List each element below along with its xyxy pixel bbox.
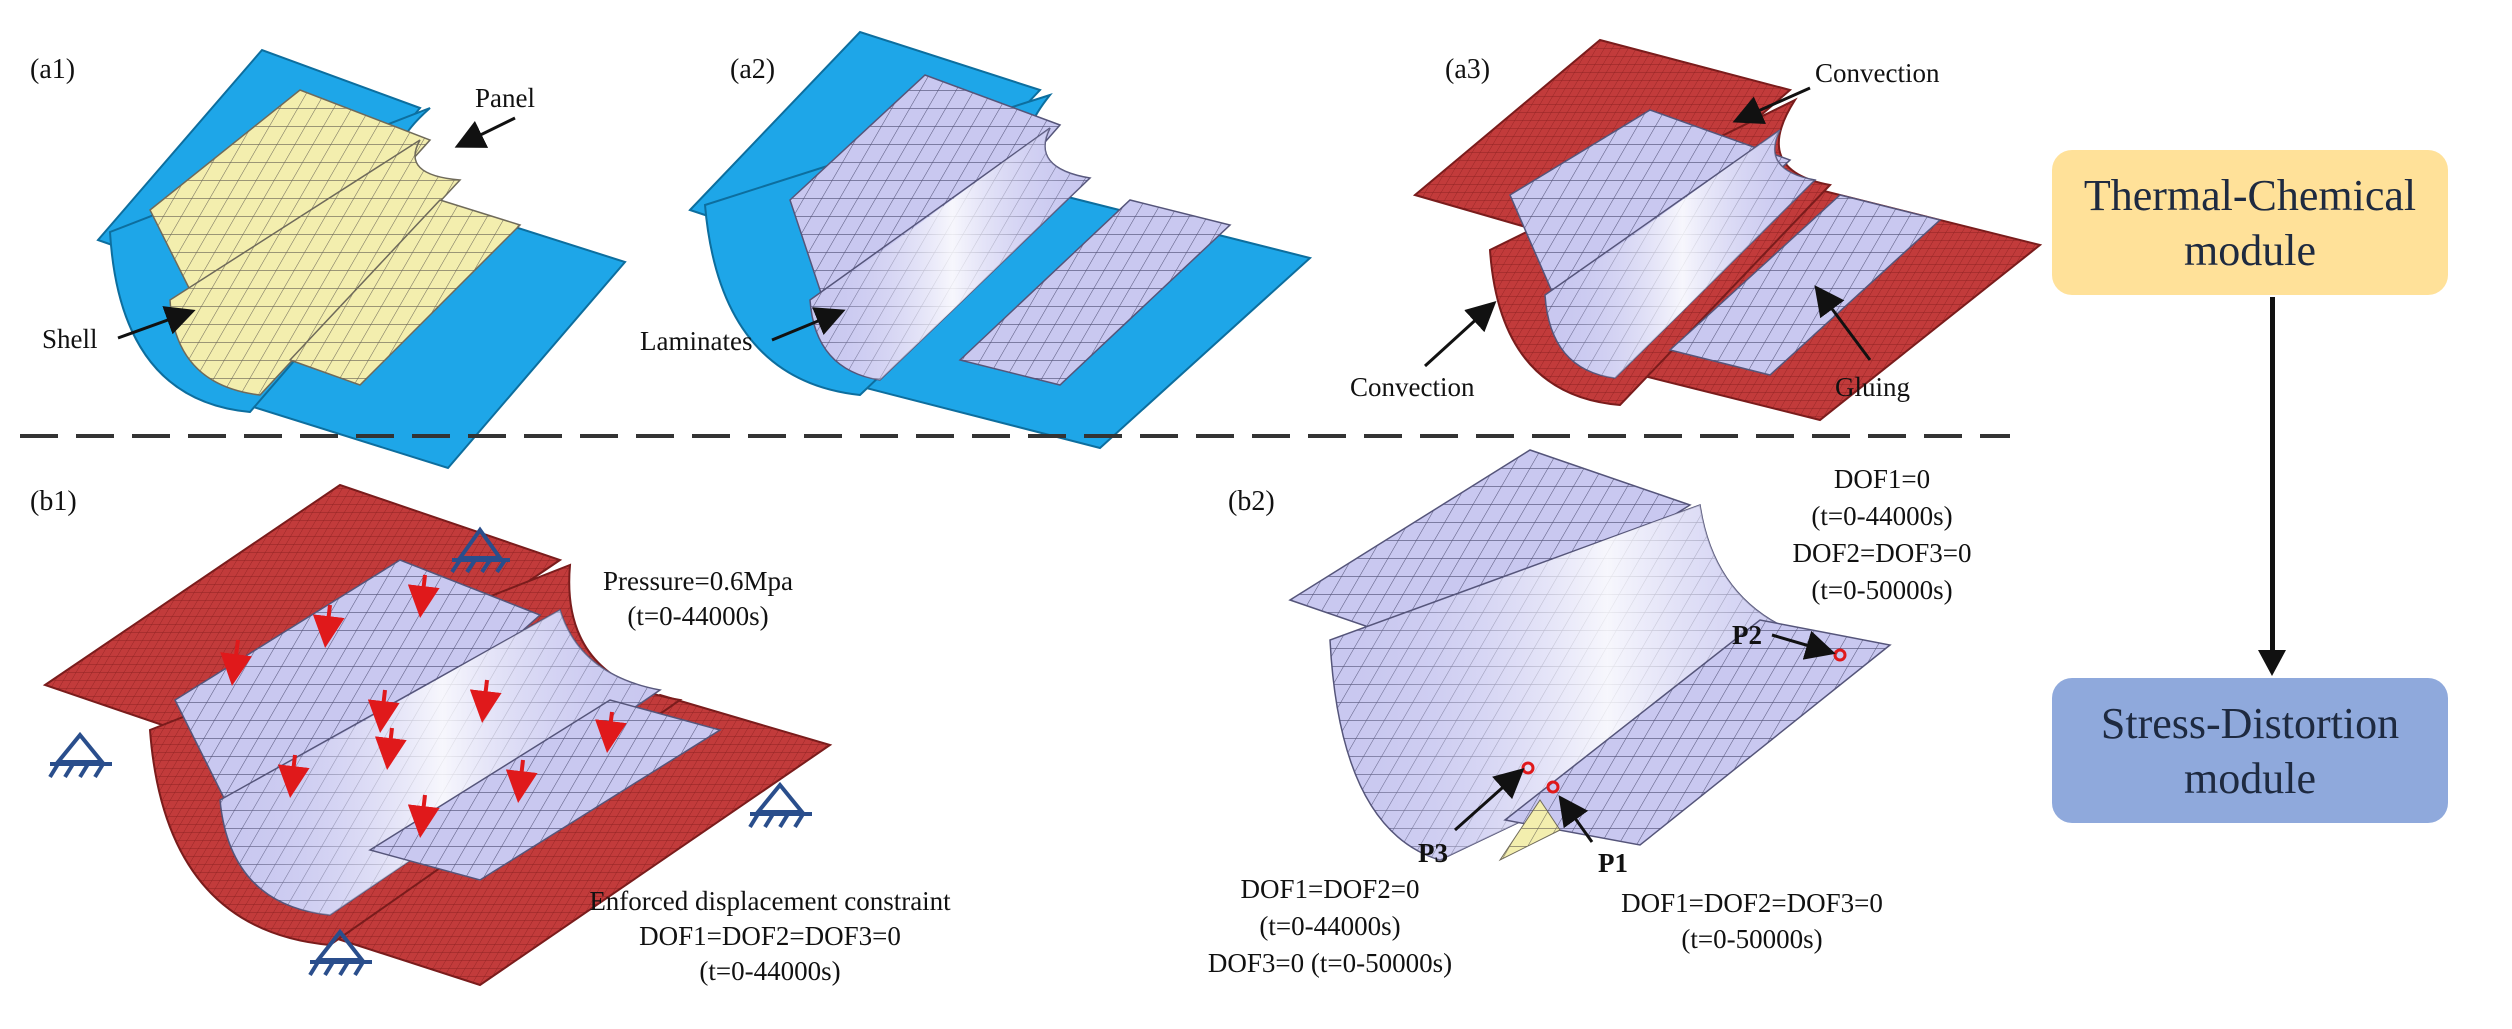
panel-b1-support-top	[450, 526, 510, 574]
panel-a1-mesh-curve	[169, 139, 462, 396]
panel-b1-support-right	[748, 781, 812, 829]
pressure-arrow	[407, 794, 440, 838]
panel-a3: (a3) Convection Convection Gluing	[1350, 38, 2043, 422]
panel-b2-p1-marker	[1546, 780, 1560, 794]
panel-a3-mesh-flange	[1668, 194, 1942, 376]
pressure-arrow	[469, 679, 502, 723]
panel-b2-p1-line2: (t=0-50000s)	[1681, 924, 1822, 954]
panel-a3-mesh-highlight	[1550, 130, 1815, 378]
panel-b2-p1-line1: DOF1=DOF2=DOF3=0	[1621, 888, 1883, 918]
panel-a2: (a2) Laminates	[640, 30, 1313, 450]
thermal-chemical-module-box: Thermal-Chemical module	[2052, 150, 2448, 295]
panel-b2-p2-line2: (t=0-44000s)	[1811, 501, 1952, 531]
panel-b2-p3-marker	[1521, 761, 1535, 775]
panel-a1-shell-arrow	[117, 306, 196, 340]
panel-a3-convection-top-arrow	[1732, 86, 1811, 124]
module-flow-arrow-head	[2258, 650, 2286, 676]
panel-b2-p2-line1: DOF1=0	[1834, 464, 1930, 494]
stress-distortion-module-box: Stress-Distortion module	[2052, 678, 2448, 823]
panel-b1-mesh-highlight	[225, 610, 660, 915]
panel-a1-panel-arrow	[454, 116, 516, 148]
panel-b2-p1-arrow	[1558, 795, 1594, 843]
panel-a3-label: (a3)	[1445, 54, 1490, 85]
pressure-arrow	[407, 574, 440, 618]
pressure-arrow	[374, 727, 407, 770]
panel-b1-pressure-time: (t=0-44000s)	[627, 601, 768, 631]
panel-b1-constraint-dof: DOF1=DOF2=DOF3=0	[639, 921, 901, 951]
panel-a2-mesh-flange	[958, 199, 1232, 386]
panel-a3-gluing-arrow	[1814, 285, 1872, 361]
panel-b2-shell-highlight	[1335, 505, 1880, 860]
panel-b2-corner-wedge	[1498, 799, 1561, 862]
panel-a3-gluing-label: Gluing	[1835, 372, 1910, 402]
panel-b2-p2-arrow	[1771, 630, 1836, 660]
thermal-chemical-module-text: Thermal-Chemical module	[2083, 170, 2417, 275]
panel-a2-laminates-arrow	[771, 307, 846, 342]
pressure-arrow	[595, 711, 627, 753]
panel-b1-constraint-title: Enforced displacement constraint	[589, 886, 951, 916]
panel-b2-p2-line4: (t=0-50000s)	[1811, 575, 1952, 605]
panel-b2-p2-label: P2	[1732, 620, 1762, 650]
panel-a1-mesh-flange	[288, 199, 522, 386]
panel-a1-label: (a1)	[30, 54, 75, 85]
panel-b2-p2-line3: DOF2=DOF3=0	[1793, 538, 1972, 568]
panel-b1-constraint-time: (t=0-44000s)	[699, 956, 840, 986]
panel-b2-p3-label: P3	[1418, 838, 1448, 868]
module-flow-arrow	[2270, 297, 2275, 653]
panel-a1-panel-label: Panel	[475, 83, 535, 113]
stress-distortion-module-text: Stress-Distortion module	[2100, 698, 2400, 803]
panel-b1: (b1)	[30, 483, 951, 987]
panel-a1: (a1) Panel Shell	[30, 48, 627, 470]
panel-b2-p3-line3: DOF3=0 (t=0-50000s)	[1208, 948, 1452, 978]
panel-b2: (b2) P2 DOF1=0 (t=0-44000s) DOF2=DOF3=0 …	[1208, 449, 1972, 978]
panel-b2-bottom-flange	[1503, 619, 1892, 846]
panel-b1-support-bottom	[308, 928, 372, 977]
panel-b1-pressure-text: Pressure=0.6Mpa	[603, 566, 793, 596]
pressure-arrow	[220, 639, 252, 686]
panel-b1-label: (b1)	[30, 486, 77, 517]
panel-a2-mesh-highlight	[815, 128, 1090, 380]
panel-b2-p3-line1: DOF1=DOF2=0	[1241, 874, 1420, 904]
panel-a1-shell-label: Shell	[42, 324, 98, 354]
panel-b2-p3-arrow	[1454, 768, 1525, 832]
panel-b2-label: (b2)	[1228, 486, 1275, 517]
panel-a3-convection-left-label: Convection	[1350, 372, 1475, 402]
panel-b1-support-left	[48, 731, 112, 779]
panel-a2-label: (a2)	[730, 54, 775, 85]
pressure-arrow	[505, 759, 538, 803]
panel-b1-mesh-flange	[368, 699, 722, 881]
pressure-arrow	[367, 689, 400, 733]
panel-a3-convection-top-label: Convection	[1815, 58, 1940, 88]
panel-b1-pressure-arrows	[220, 574, 627, 838]
pressure-arrow	[312, 604, 345, 648]
panel-b2-p3-line2: (t=0-44000s)	[1259, 911, 1400, 941]
panel-b2-p1-label: P1	[1598, 848, 1628, 878]
pressure-arrow	[277, 754, 310, 798]
panel-a3-convection-left-arrow	[1423, 300, 1497, 368]
panel-a2-laminates-label: Laminates	[640, 326, 752, 356]
